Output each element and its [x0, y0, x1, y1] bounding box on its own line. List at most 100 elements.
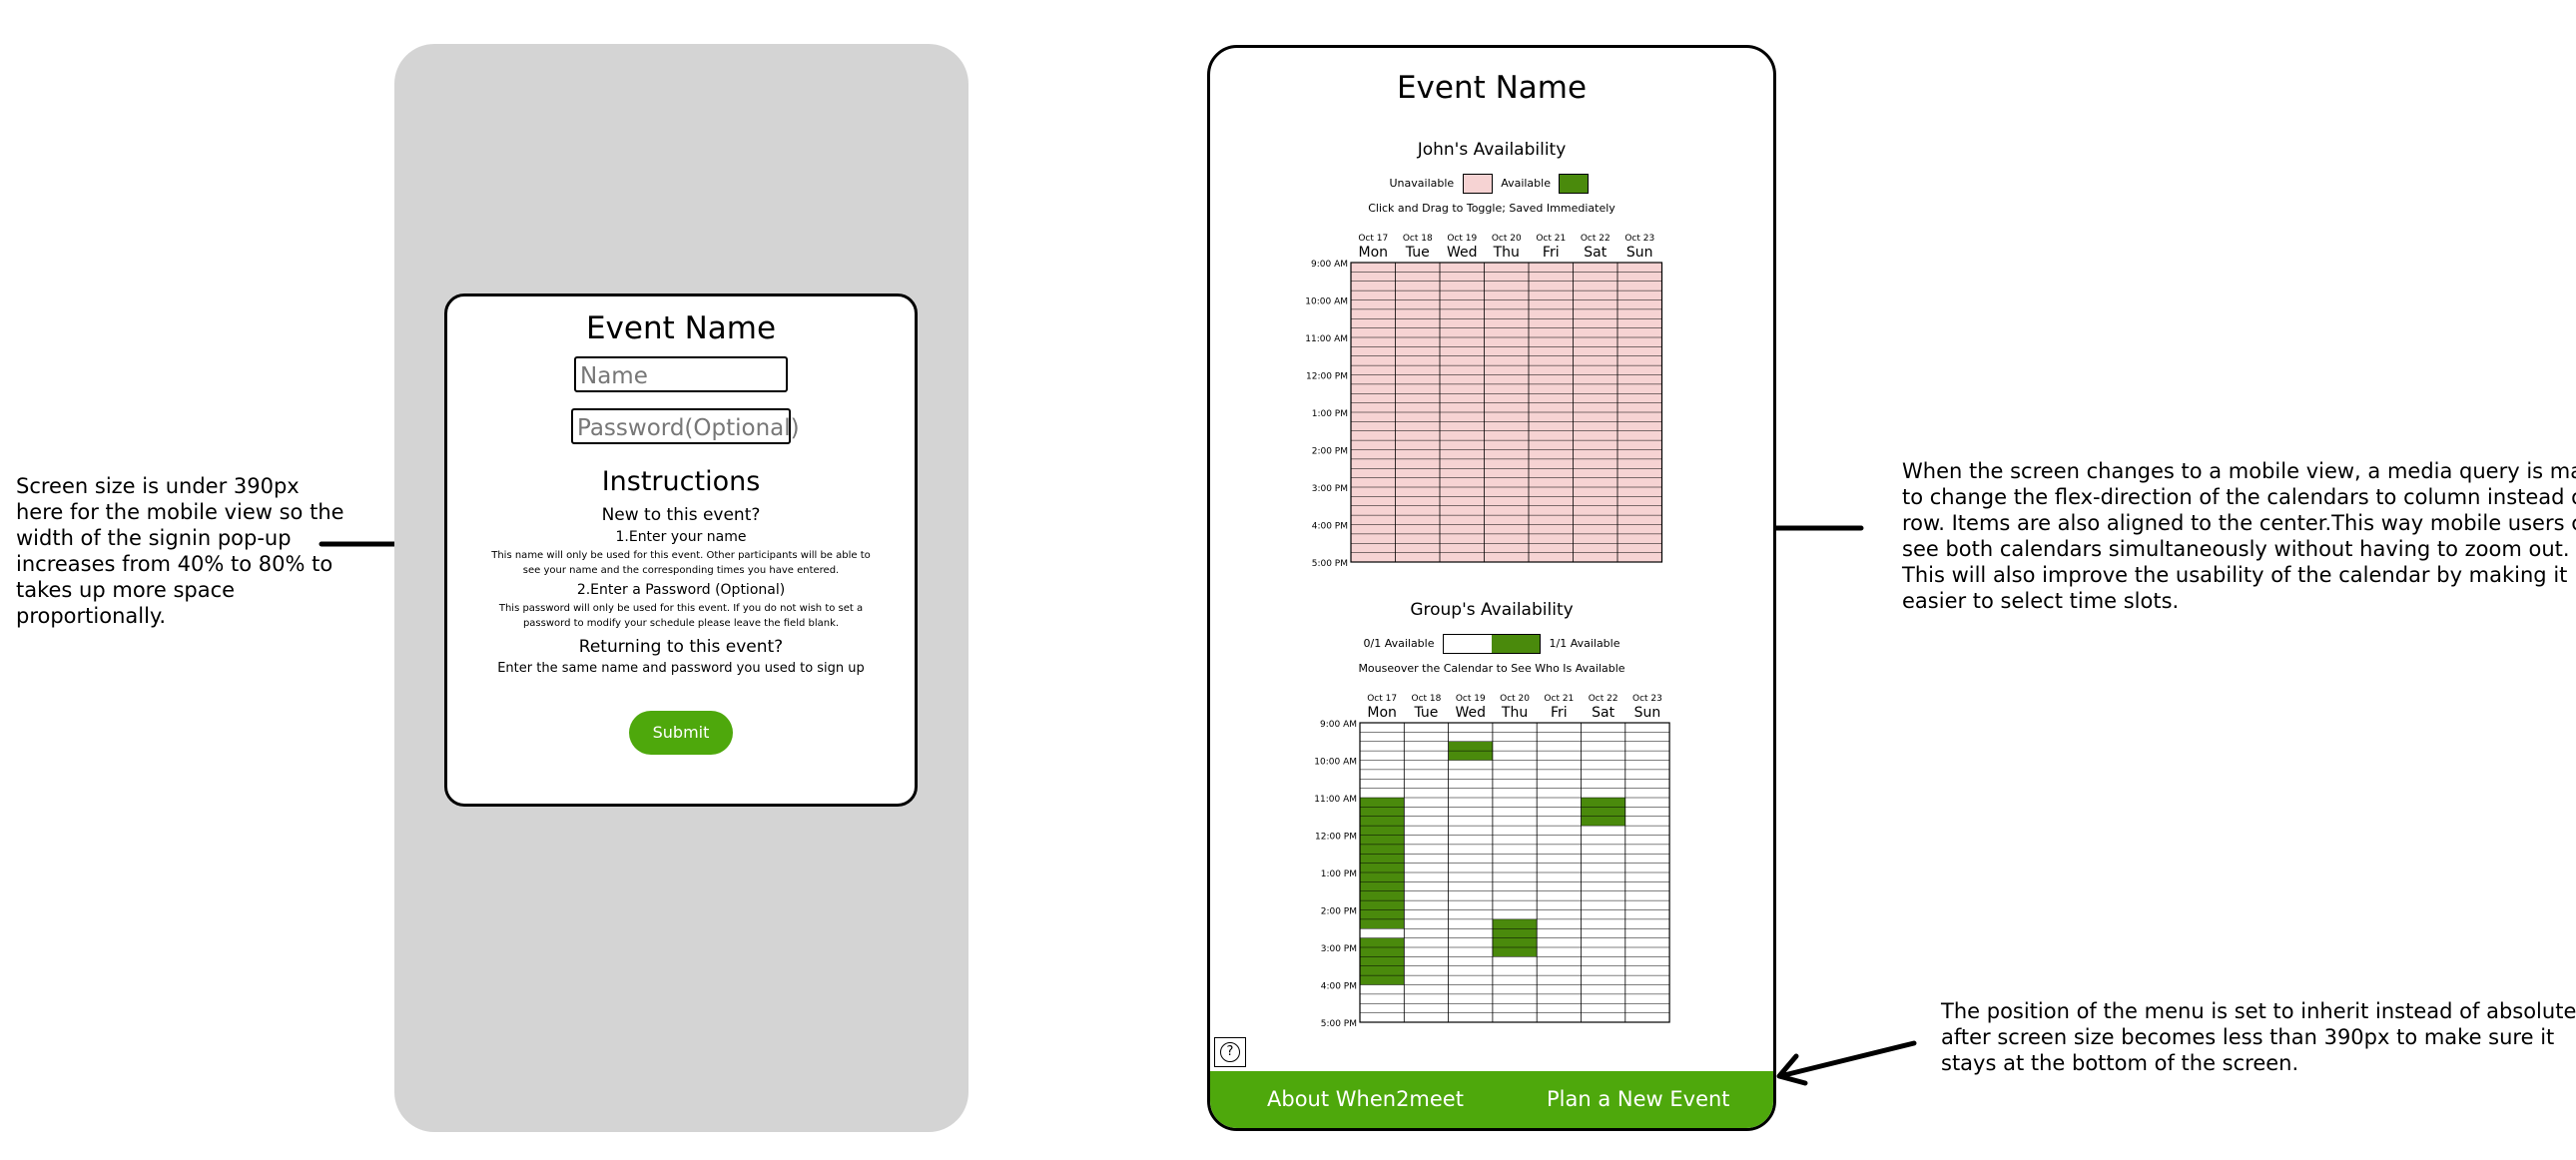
day-date-label: Oct 18	[1403, 234, 1433, 244]
time-label: 11:00 AM	[1305, 334, 1348, 344]
day-date-label: Oct 23	[1624, 234, 1654, 244]
group-scale-swatch	[1443, 634, 1541, 654]
time-label: 11:00 AM	[1314, 795, 1357, 805]
annotation-line: width of the signin pop-up	[16, 526, 292, 550]
day-name-label: Mon	[1358, 245, 1388, 261]
annotation-line: here for the mobile view so the	[16, 500, 344, 524]
returning-description: Enter the same name and password you use…	[497, 661, 865, 676]
calendar-border	[1359, 722, 1670, 1023]
mobile-event-view: Event Name John's Availability Unavailab…	[1207, 45, 1776, 1131]
time-label: 5:00 PM	[1321, 1019, 1357, 1029]
group-legend: 0/1 Available 1/1 Available	[1210, 634, 1773, 654]
annotation-line: to change the flex-direction of the cale…	[1902, 485, 2576, 509]
bottom-menu: About When2meet Plan a New Event	[1210, 1071, 1773, 1128]
day-name-label: Sat	[1584, 245, 1607, 261]
step1-label: 1.Enter your name	[615, 529, 747, 545]
annotation-line: This will also improve the usability of …	[1902, 563, 2568, 587]
annotation-right: When the screen changes to a mobile view…	[1902, 458, 2576, 614]
event-title: Event Name	[1396, 70, 1588, 106]
time-label: 1:00 PM	[1312, 409, 1348, 419]
time-label: 3:00 PM	[1312, 484, 1348, 494]
johns-legend: Unavailable Available	[1210, 174, 1773, 194]
day-date-label: Oct 20	[1492, 234, 1522, 244]
time-label: 1:00 PM	[1321, 870, 1357, 879]
time-label: 5:00 PM	[1312, 559, 1348, 569]
signin-popup: Event Name Name Password(Optional) Instr…	[444, 293, 918, 807]
day-date-label: Oct 20	[1500, 694, 1530, 704]
day-name-label: Fri	[1543, 245, 1560, 261]
annotation-line: easier to select time slots.	[1902, 589, 2180, 613]
annotation-line: The position of the menu is set to inher…	[1941, 999, 2576, 1023]
annotation-bottom: The position of the menu is set to inher…	[1941, 998, 2576, 1076]
returning-heading: Returning to this event?	[578, 637, 784, 657]
day-name-label: Sun	[1626, 245, 1653, 261]
available-label: Available	[1501, 177, 1551, 190]
day-name-label: Fri	[1551, 705, 1568, 721]
day-date-label: Oct 21	[1536, 234, 1566, 244]
day-name-label: Thu	[1493, 245, 1520, 261]
one-available-label: 1/1 Available	[1549, 637, 1620, 650]
day-name-label: Mon	[1367, 705, 1397, 721]
annotation-line: proportionally.	[16, 604, 167, 628]
submit-button[interactable]: Submit	[629, 711, 733, 755]
annotation-line: When the screen changes to a mobile view…	[1902, 459, 2576, 483]
day-date-label: Oct 17	[1358, 234, 1388, 244]
available-slot	[1360, 937, 1405, 985]
day-name-label: Thu	[1501, 705, 1528, 721]
plan-event-link[interactable]: Plan a New Event	[1547, 1087, 1730, 1111]
time-label: 2:00 PM	[1321, 907, 1357, 917]
annotation-line: Screen size is under 390px	[16, 474, 300, 498]
time-label: 12:00 PM	[1306, 372, 1348, 382]
day-name-label: Sat	[1592, 705, 1614, 721]
day-date-label: Oct 22	[1589, 694, 1618, 704]
group-availability-title: Group's Availability	[1410, 600, 1574, 620]
day-name-label: Tue	[1405, 245, 1430, 261]
step1-description: This name will only be used for this eve…	[491, 550, 871, 576]
annotation-line: increases from 40% to 80% to	[16, 552, 333, 576]
unavailable-label: Unavailable	[1389, 177, 1455, 190]
available-slot	[1581, 798, 1625, 827]
name-input[interactable]: Name	[574, 356, 788, 392]
day-date-label: Oct 17	[1367, 694, 1397, 704]
password-input[interactable]: Password(Optional)	[571, 408, 800, 444]
arrow-bottom	[1776, 1040, 1917, 1086]
day-date-label: Oct 18	[1412, 694, 1442, 704]
annotation-left: Screen size is under 390px here for the …	[16, 473, 344, 629]
johns-availability-title: John's Availability	[1417, 140, 1567, 160]
annotation-line: stays at the bottom of the screen.	[1941, 1051, 2299, 1075]
popup-title: Event Name	[585, 310, 777, 346]
day-name-label: Tue	[1413, 705, 1438, 721]
annotation-line: after screen size becomes less than 390p…	[1941, 1025, 2555, 1049]
group-hint: Mouseover the Calendar to See Who Is Ava…	[1358, 662, 1625, 675]
day-name-label: Wed	[1447, 245, 1478, 261]
step2-label: 2.Enter a Password (Optional)	[576, 582, 786, 598]
about-link[interactable]: About When2meet	[1267, 1087, 1464, 1111]
annotation-line: row. Items are also aligned to the cente…	[1902, 511, 2576, 535]
step2-description: This password will only be used for this…	[498, 603, 864, 629]
day-date-label: Oct 19	[1447, 234, 1477, 244]
time-label: 2:00 PM	[1312, 447, 1348, 457]
question-circle-icon: ?	[1220, 1042, 1240, 1062]
time-label: 10:00 AM	[1314, 758, 1357, 768]
calendar-border	[1350, 262, 1663, 563]
day-date-label: Oct 21	[1544, 694, 1574, 704]
mobile-signin-view: Event Name Name Password(Optional) Instr…	[394, 44, 968, 1132]
day-name-label: Wed	[1455, 705, 1486, 721]
unavailable-swatch	[1462, 174, 1493, 194]
time-label: 9:00 AM	[1311, 260, 1348, 270]
time-label: 3:00 PM	[1321, 944, 1357, 954]
time-label: 4:00 PM	[1312, 522, 1348, 532]
instructions-heading: Instructions	[601, 466, 761, 497]
help-button[interactable]: ?	[1214, 1037, 1246, 1067]
johns-hint: Click and Drag to Toggle; Saved Immediat…	[1368, 202, 1615, 215]
new-heading: New to this event?	[601, 505, 761, 525]
day-date-label: Oct 22	[1581, 234, 1610, 244]
day-date-label: Oct 23	[1632, 694, 1662, 704]
annotation-line: see both calendars simultaneously withou…	[1902, 537, 2570, 561]
time-label: 9:00 AM	[1320, 720, 1357, 730]
zero-available-label: 0/1 Available	[1363, 637, 1435, 650]
day-date-label: Oct 19	[1456, 694, 1486, 704]
